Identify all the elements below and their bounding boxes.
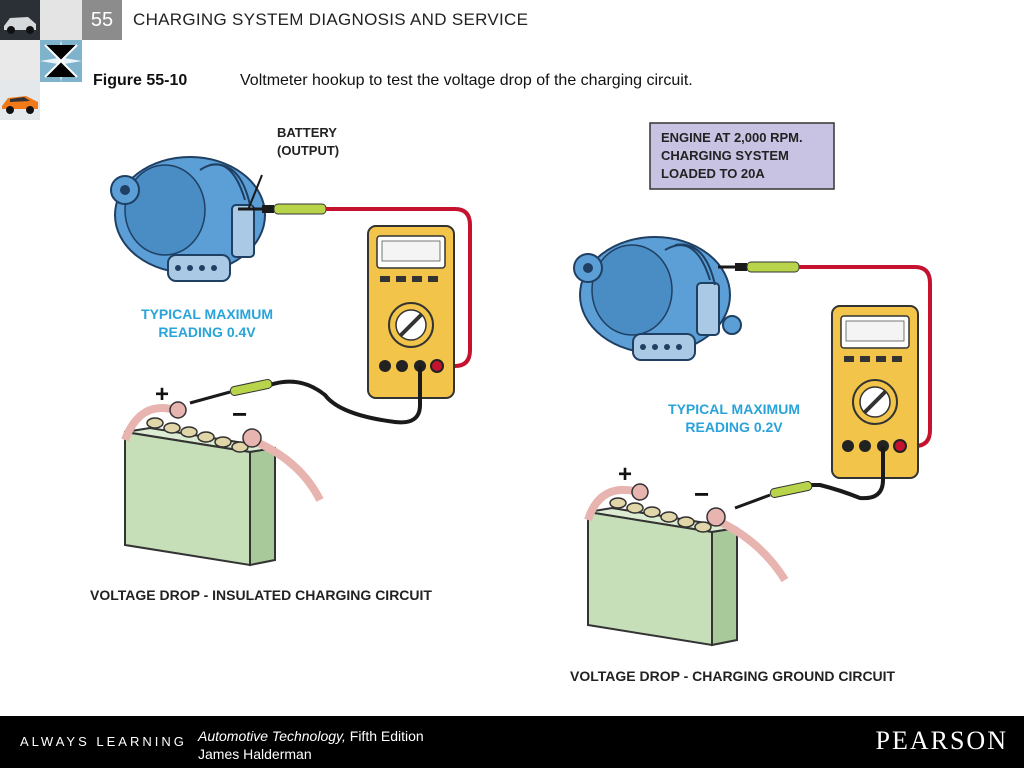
left-black-probe <box>189 378 273 405</box>
left-battery <box>121 401 324 567</box>
left-circuit-caption: VOLTAGE DROP - INSULATED CHARGING CIRCUI… <box>90 587 432 603</box>
right-negative-sign: − <box>694 479 709 509</box>
battery-output-label-line2: (OUTPUT) <box>277 143 339 158</box>
footer-book-title: Automotive Technology, Fifth Edition <box>198 728 424 744</box>
publisher-logo: PEARSON <box>875 726 1008 755</box>
right-circuit-caption: VOLTAGE DROP - CHARGING GROUND CIRCUIT <box>570 668 896 684</box>
right-reading-line2: READING 0.2V <box>685 419 783 435</box>
left-reading-line2: READING 0.4V <box>158 324 256 340</box>
conditions-line3: LOADED TO 20A <box>661 166 765 181</box>
figure-caption: Voltmeter hookup to test the voltage dro… <box>240 72 693 89</box>
chapter-number-badge: 55 <box>82 0 122 40</box>
gray-thumbnail <box>0 40 40 80</box>
left-positive-sign: + <box>155 381 169 408</box>
left-red-lead <box>326 207 472 368</box>
right-black-probe <box>734 480 813 510</box>
right-red-probe <box>718 261 800 273</box>
battery-output-label-line1: BATTERY <box>277 125 337 140</box>
car-thumbnail-silver <box>0 0 40 40</box>
right-alternator <box>573 236 742 361</box>
ice-crystal-thumbnail <box>40 40 82 82</box>
right-black-lead <box>810 446 885 501</box>
silver-car-icon <box>0 0 40 40</box>
book-edition: Fifth Edition <box>345 728 424 744</box>
battery-output-pointer <box>247 174 263 211</box>
crystal-icon <box>40 40 82 82</box>
left-alternator <box>110 156 266 282</box>
footer-bar: ALWAYS LEARNING Automotive Technology, F… <box>0 716 1024 768</box>
left-negative-sign: − <box>232 399 247 429</box>
left-black-lead <box>269 366 422 425</box>
left-red-probe <box>238 203 327 215</box>
car-thumbnail-orange <box>0 80 40 120</box>
left-reading-line1: TYPICAL MAXIMUM <box>141 306 273 322</box>
chapter-title: CHARGING SYSTEM DIAGNOSIS AND SERVICE <box>133 10 529 29</box>
right-multimeter <box>831 305 919 479</box>
footer-author: James Halderman <box>198 746 312 762</box>
right-reading-line1: TYPICAL MAXIMUM <box>668 401 800 417</box>
conditions-box: ENGINE AT 2,000 RPM. CHARGING SYSTEM LOA… <box>649 122 835 190</box>
left-multimeter <box>367 225 455 399</box>
conditions-line2: CHARGING SYSTEM <box>661 148 789 163</box>
right-battery <box>584 483 789 647</box>
orange-car-icon <box>0 80 40 120</box>
footer-slogan: ALWAYS LEARNING <box>20 734 187 749</box>
header-gray-block <box>40 0 82 40</box>
right-red-lead <box>799 265 932 448</box>
right-positive-sign: + <box>618 461 632 488</box>
figure-label: Figure 55-10 <box>93 72 188 89</box>
conditions-line1: ENGINE AT 2,000 RPM. <box>661 130 803 145</box>
voltage-drop-diagram: BATTERY (OUTPUT) + − <box>90 122 932 684</box>
book-title-italic: Automotive Technology, <box>198 728 346 744</box>
